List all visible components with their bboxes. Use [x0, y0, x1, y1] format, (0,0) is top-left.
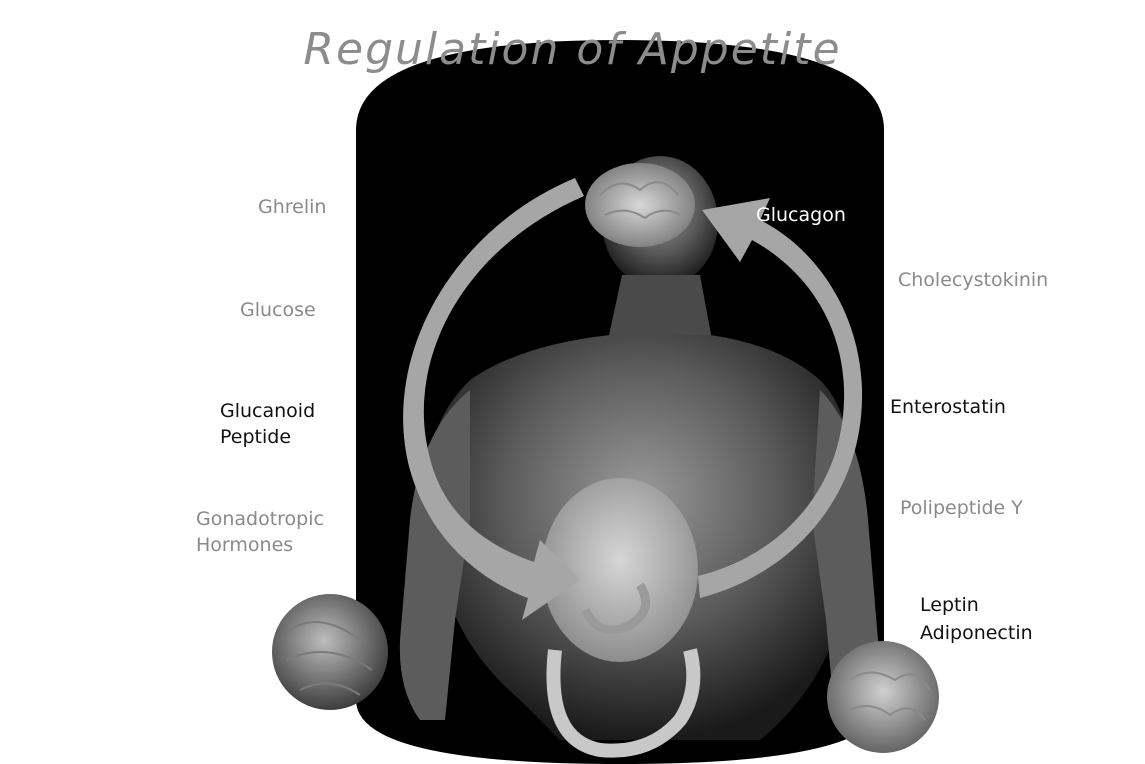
label-adiponectin: Adiponectin	[920, 620, 1033, 646]
label-cholecystokinin: Cholecystokinin	[898, 267, 1048, 293]
label-glucanoid-line2: Peptide	[220, 424, 291, 450]
label-ghrelin: Ghrelin	[258, 194, 326, 220]
label-enterostatin: Enterostatin	[890, 394, 1006, 420]
label-glucanoid-line1: Glucanoid	[220, 398, 315, 424]
label-gonadotropic-line2: Hormones	[196, 532, 293, 558]
brain	[585, 163, 695, 247]
label-glucose: Glucose	[240, 297, 316, 323]
label-glucagon: Glucagon	[756, 202, 846, 228]
page-title: Regulation of Appetite	[0, 24, 1145, 75]
label-polipeptide-y: Polipeptide Y	[900, 495, 1023, 521]
label-gonadotropic-line1: Gonadotropic	[196, 506, 324, 532]
tissue-circle-right	[827, 641, 939, 753]
label-leptin: Leptin	[920, 592, 979, 618]
